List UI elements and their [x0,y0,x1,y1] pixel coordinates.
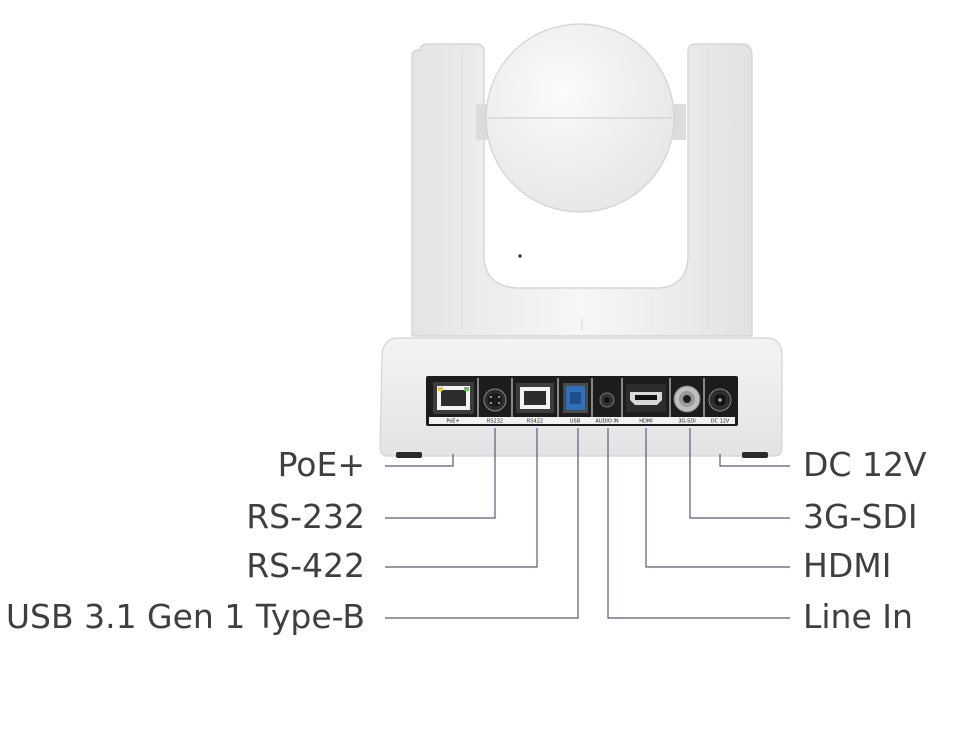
foot-left [396,452,422,458]
camera-yoke [411,43,753,337]
leader-line-poe [385,454,454,467]
leader-line-hdmi [645,428,790,568]
leader-line-rs232 [385,428,496,519]
camera-head [476,23,686,213]
callout-poe: PoE+ [277,445,365,484]
port-label-poe: PoE+ [446,419,459,425]
port-label-audio: AUDIO IN [595,419,618,425]
usb-port [563,383,588,413]
port-label-sdi: 3G-SDI [678,419,695,425]
callout-lines [385,428,790,619]
callout-dc-12v: DC 12V [803,445,927,484]
leader-line-sdi [689,428,790,519]
dc-12v-port [708,388,732,412]
audio-in-port [599,392,615,408]
callout-line-in: Line In [803,597,913,636]
indicator-dot [518,254,522,258]
connector-panel: PoE+ RS232 RS422 USB AUDIO IN HDMI 3G-SDI DC 12… [426,376,738,426]
port-label-usb: USB [570,419,581,425]
callout-usb: USB 3.1 Gen 1 Type-B [5,597,365,636]
leader-line-linein [607,428,790,619]
port-label-hdmi: HDMI [639,419,652,425]
leader-line-rs422 [385,428,538,568]
port-labels: PoE+ RS232 RS422 USB AUDIO IN HDMI 3G-SDI DC 12… [446,419,730,425]
callout-rs232: RS-232 [246,497,365,536]
sdi-port [673,385,701,413]
rs232-port [483,388,507,412]
poe-port [433,382,474,414]
port-label-rs422: RS422 [527,419,543,425]
callout-3g-sdi: 3G-SDI [803,497,918,536]
leader-line-usb [385,428,579,619]
rs422-port [516,383,554,413]
leader-line-dc [719,454,790,467]
callout-hdmi: HDMI [803,546,892,585]
callout-rs422: RS-422 [246,546,365,585]
port-label-rs232: RS232 [487,419,503,425]
port-label-dc: DC 12V [711,419,730,425]
hdmi-port [626,384,666,412]
foot-right [742,452,768,458]
